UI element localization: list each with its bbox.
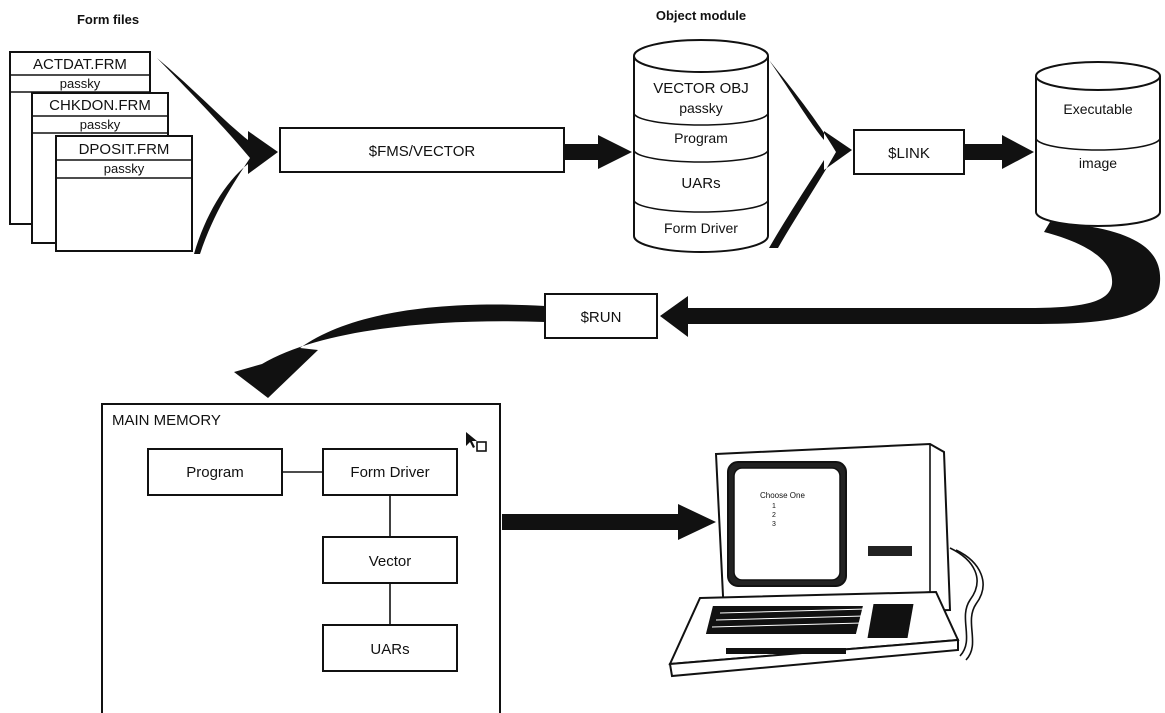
form-file-dposit: DPOSIT.FRM passky (55, 135, 193, 252)
memory-vector-box (322, 536, 458, 584)
funnel-arrow-object-module (769, 60, 852, 248)
arrow-to-object-module (564, 135, 632, 169)
fms-vector-box (279, 127, 565, 173)
arrow-memory-to-terminal (502, 504, 716, 540)
terminal-screen-line: Choose One (760, 491, 805, 500)
arrow-executable-to-run (660, 222, 1161, 337)
object-module-section: Form Driver (664, 220, 738, 236)
link-label: $LINK (888, 145, 930, 162)
terminal-screen-line: 2 (772, 512, 776, 519)
run-label: $RUN (581, 309, 622, 326)
arrow-to-executable (964, 135, 1034, 169)
link-box (853, 129, 965, 175)
form-file-key: passky (80, 117, 121, 132)
form-file-key: passky (104, 161, 145, 176)
form-file-name: DPOSIT.FRM (79, 141, 170, 158)
memory-program-label: Program (186, 464, 244, 481)
form-files-heading: Form files (77, 12, 139, 27)
terminal-icon: Choose One 1 2 3 (668, 442, 984, 678)
object-module-disk: VECTOR OBJ passky Program UARs Form Driv… (633, 39, 769, 253)
form-file-key: passky (60, 76, 101, 91)
main-memory-title: MAIN MEMORY (112, 412, 221, 429)
terminal-screen-line: 3 (772, 521, 776, 528)
object-module-section: VECTOR OBJ (653, 80, 749, 97)
memory-program-box (147, 448, 283, 496)
fms-vector-label: $FMS/VECTOR (369, 143, 476, 160)
object-module-heading: Object module (656, 8, 746, 23)
memory-uars-label: UARs (370, 641, 409, 658)
form-file-name: ACTDAT.FRM (33, 56, 127, 73)
executable-disk: Executable image (1035, 61, 1161, 227)
memory-uars-box (322, 624, 458, 672)
arrow-run-to-memory (234, 304, 545, 398)
funnel-arrow-forms (157, 58, 278, 254)
object-module-section: passky (679, 100, 723, 116)
form-file-name: CHKDON.FRM (49, 97, 151, 114)
run-box (544, 293, 658, 339)
executable-label: Executable (1063, 101, 1132, 117)
memory-form-driver-box (322, 448, 458, 496)
executable-label: image (1079, 155, 1117, 171)
memory-form-driver-label: Form Driver (350, 464, 429, 481)
terminal-screen-line: 1 (772, 503, 776, 510)
memory-vector-label: Vector (369, 553, 412, 570)
cursor-icon (466, 432, 477, 448)
object-module-section: Program (674, 130, 728, 146)
main-memory: MAIN MEMORY Program Form Driver Vector U… (101, 403, 501, 713)
object-module-section: UARs (681, 175, 720, 192)
